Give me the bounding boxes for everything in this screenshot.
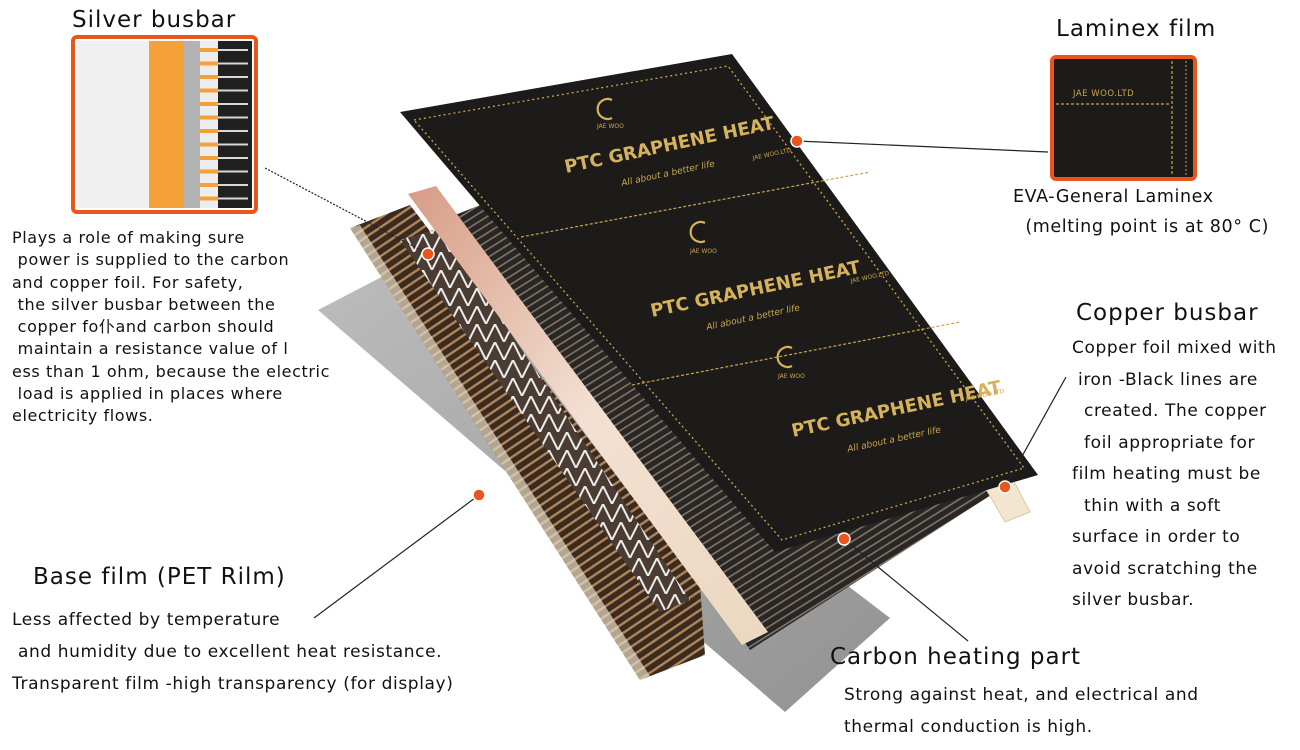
silver-busbar-title: Silver busbar [72, 7, 237, 33]
jaewoo-logo-icon [596, 97, 793, 369]
busbar-line [218, 130, 248, 132]
base-film-layer [350, 205, 705, 680]
carbon-heating-title: Carbon heating part [830, 644, 1082, 670]
busbar-tooth [200, 88, 218, 93]
busbar-line [218, 170, 248, 173]
busbar-tooth [200, 75, 218, 79]
text-line: foil appropriate for [1072, 432, 1256, 453]
laminex-film-inset: JAE WOO.LTD [1050, 55, 1197, 181]
busbar-line [218, 62, 248, 65]
busbar-line [218, 197, 248, 200]
busbar-line [218, 143, 248, 146]
busbar-line [218, 184, 248, 186]
callout-line-copper [1004, 376, 1067, 488]
laminex-film-caption: EVA-General Laminex (melting point is at… [1013, 182, 1269, 242]
callout-line-carbon [843, 538, 969, 642]
text-line: silver busbar. [1072, 590, 1195, 610]
busbar-tooth [200, 48, 218, 52]
busbar-line [218, 103, 248, 105]
busbar-line [218, 76, 248, 78]
text-line: and copper foil. For safety, [12, 272, 244, 292]
silver-busbar-inset-teeth [200, 48, 248, 201]
text-line: and humidity due to excellent heat resis… [12, 642, 443, 662]
text-line: created. The copper [1072, 401, 1267, 421]
laminex-film-layer [400, 54, 1038, 552]
text-line: avoid scratching the [1072, 558, 1258, 579]
busbar-line [218, 116, 248, 119]
panel-logo-text-3: JAE WOO [777, 373, 805, 380]
silver-busbar-description: Plays a role of making sure power is sup… [12, 227, 330, 428]
panel-logo-text-1: JAE WOO [596, 123, 624, 130]
base-film-description: Less affected by temperature and humidit… [12, 604, 453, 700]
carbon-heating-description: Strong against heat, and electrical and t… [844, 679, 1199, 743]
silver-busbar-inset [71, 35, 258, 214]
callout-line-base [313, 494, 480, 619]
busbar-line [218, 89, 248, 92]
busbar-tooth [200, 142, 218, 147]
busbar-tooth [200, 61, 218, 66]
text-line: surface in order to [1072, 527, 1241, 547]
callout-marker-icon [421, 134, 1012, 546]
busbar-tooth [200, 129, 218, 133]
text-line: maintain a resistance value of l [12, 339, 289, 359]
busbar-tooth [200, 102, 218, 106]
text-line: load is applied in places where [12, 384, 283, 404]
text-line: Copper foil mixed with [1072, 338, 1277, 358]
text-line: copper fo仆and carbon should [12, 317, 275, 337]
laminex-inset-label: JAE WOO.LTD [1072, 89, 1134, 99]
callout-line-laminex [796, 140, 1049, 153]
text-line: Transparent film -high transparency (for… [12, 674, 454, 694]
text-line: thermal conduction is high. [844, 717, 1093, 737]
copper-busbar-description: Copper foil mixed with iron -Black lines… [1072, 333, 1277, 617]
busbar-tooth [200, 169, 218, 174]
text-line: Strong against heat, and electrical and [844, 685, 1199, 705]
busbar-line [218, 49, 248, 51]
text-line: (melting point is at 80° C) [1013, 217, 1270, 237]
text-line: EVA-General Laminex [1013, 187, 1214, 207]
laminex-film-title: Laminex film [1056, 16, 1217, 42]
text-line: electricity flows. [12, 406, 154, 426]
base-film-title: Base film (PET Rilm) [33, 564, 286, 590]
text-line: film heating must be [1072, 464, 1261, 484]
busbar-tooth [200, 183, 218, 187]
text-line: the silver busbar between the [12, 294, 276, 314]
text-line: iron -Black lines are [1072, 369, 1258, 390]
copper-busbar-title: Copper busbar [1076, 300, 1259, 326]
text-line: Plays a role of making sure [12, 228, 245, 247]
callout-line-silver [264, 167, 429, 255]
text-line: power is supplied to the carbon [12, 250, 290, 270]
busbar-tooth [200, 196, 218, 201]
copper-strip-left [408, 186, 768, 645]
busbar-tooth [200, 156, 218, 160]
text-line: thin with a soft [1072, 495, 1221, 516]
panel-logo-text-2: JAE WOO [689, 248, 717, 255]
busbar-line [218, 157, 248, 159]
text-line: Less affected by temperature [12, 610, 281, 630]
busbar-tooth [200, 115, 218, 120]
text-line: ess than 1 ohm, because the electric [12, 361, 330, 381]
